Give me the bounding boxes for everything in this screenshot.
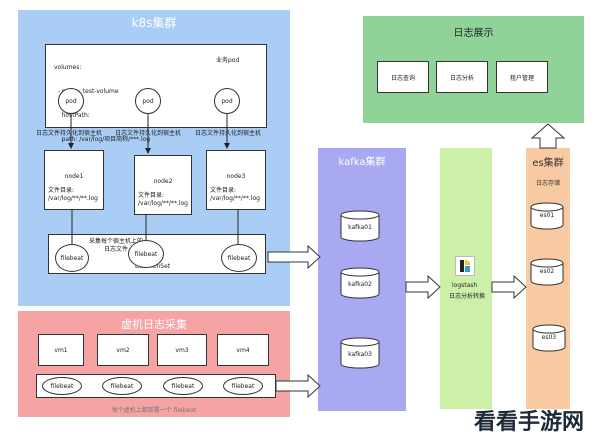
persist-label-2: 日志文件持久化到宿主机	[115, 130, 182, 137]
daemonset-filebeat-3: filebeat	[221, 244, 257, 272]
es02-cylinder-shape	[530, 258, 564, 286]
daemonset-note: 采集每个宿主机上的 日志文件	[89, 238, 144, 253]
es01-label: es01	[539, 212, 555, 219]
log-analysis-box: 日志分析	[436, 61, 488, 93]
tenant-management-box: 租户管理	[496, 61, 548, 93]
es03-cylinder-shape	[532, 324, 566, 352]
log-display-title: 日志展示	[453, 28, 494, 39]
kafka02-node: kafka02	[340, 267, 380, 299]
kafka03-cylinder-shape	[340, 337, 380, 369]
es01-cylinder-shape	[530, 202, 564, 230]
es-cluster-title: es集群	[532, 158, 564, 169]
vm-filebeat-4: filebeat	[223, 377, 263, 395]
es03-node: es03	[532, 324, 566, 352]
business-pod-label: 业务pod	[216, 57, 240, 64]
k8s-cluster-title: k8s集群	[131, 16, 177, 30]
logstash-icon	[455, 256, 475, 276]
node-3-dir: 文件目录: /var/log/**/**.log	[210, 187, 260, 202]
node-1-dir: 文件目录: /var/log/**/**.log	[48, 187, 98, 202]
kafka03-node: kafka03	[340, 337, 380, 369]
es01-node: es01	[530, 202, 564, 230]
persist-label-3: 日志文件持久化到宿主机	[195, 130, 262, 137]
node-2-dir: 文件目录: /var/log/**/**.log	[138, 192, 188, 207]
persist-label-1: 日志文件持久化到宿主机	[36, 130, 103, 137]
node-2-box: node2 文件目录: /var/log/**/**.log	[134, 155, 192, 215]
vm-filebeat-1: filebeat	[42, 377, 82, 395]
node-3-title: node3	[226, 173, 246, 180]
logstash-label: logstash	[452, 282, 478, 289]
es-to-display-arrow	[530, 123, 566, 149]
node-3-box: node3 文件目录: /var/log/**/**.log	[206, 150, 266, 210]
vm-4: vm4	[217, 334, 269, 366]
vm-2: vm2	[97, 334, 149, 366]
node-2-title: node2	[153, 178, 173, 185]
pod-3: pod	[214, 88, 240, 114]
es-cluster-subtitle: 日志存储	[535, 180, 560, 187]
daemonset-filebeat-1: filebeat	[55, 244, 89, 272]
pod-1: pod	[58, 88, 84, 114]
kafka-cluster-title: kafka集群	[338, 157, 386, 168]
pod-2: pod	[135, 88, 161, 114]
vm-3: vm3	[157, 334, 207, 366]
pod-config-box: volumes: - name: test-volume hostPath: p…	[45, 44, 267, 143]
logstash-to-es-arrow	[491, 274, 527, 300]
vm-1: vm1	[38, 334, 84, 366]
kafka01-node: kafka01	[340, 210, 380, 242]
logstash-desc: 日志分析转换	[449, 293, 486, 300]
daemonset-filebeat-2: filebeat	[128, 240, 164, 268]
kafka02-cylinder-shape	[340, 267, 380, 299]
vm-collection-title: 虚机日志采集	[121, 318, 187, 331]
watermark-text: 看看手游网	[474, 410, 585, 435]
kafka03-label: kafka03	[348, 351, 372, 358]
kafka-to-logstash-arrow	[405, 274, 441, 300]
vm-filebeat-2: filebeat	[102, 377, 142, 395]
node-1-title: node1	[64, 173, 84, 180]
node-1-box: node1 文件目录: /var/log/**/**.log	[44, 150, 104, 210]
kafka01-cylinder-shape	[340, 210, 380, 242]
kafka01-label: kafka01	[348, 224, 372, 231]
vm-filebeat-3: filebeat	[163, 377, 203, 395]
es02-label: es02	[539, 268, 555, 275]
es02-node: es02	[530, 258, 564, 286]
vm-collection-footer: 每个虚机上都部署一个 filebeat	[111, 407, 197, 414]
es03-label: es03	[541, 334, 557, 341]
logstash-region	[440, 148, 492, 409]
kafka02-label: kafka02	[348, 281, 372, 288]
log-query-box: 日志查询	[377, 61, 429, 93]
